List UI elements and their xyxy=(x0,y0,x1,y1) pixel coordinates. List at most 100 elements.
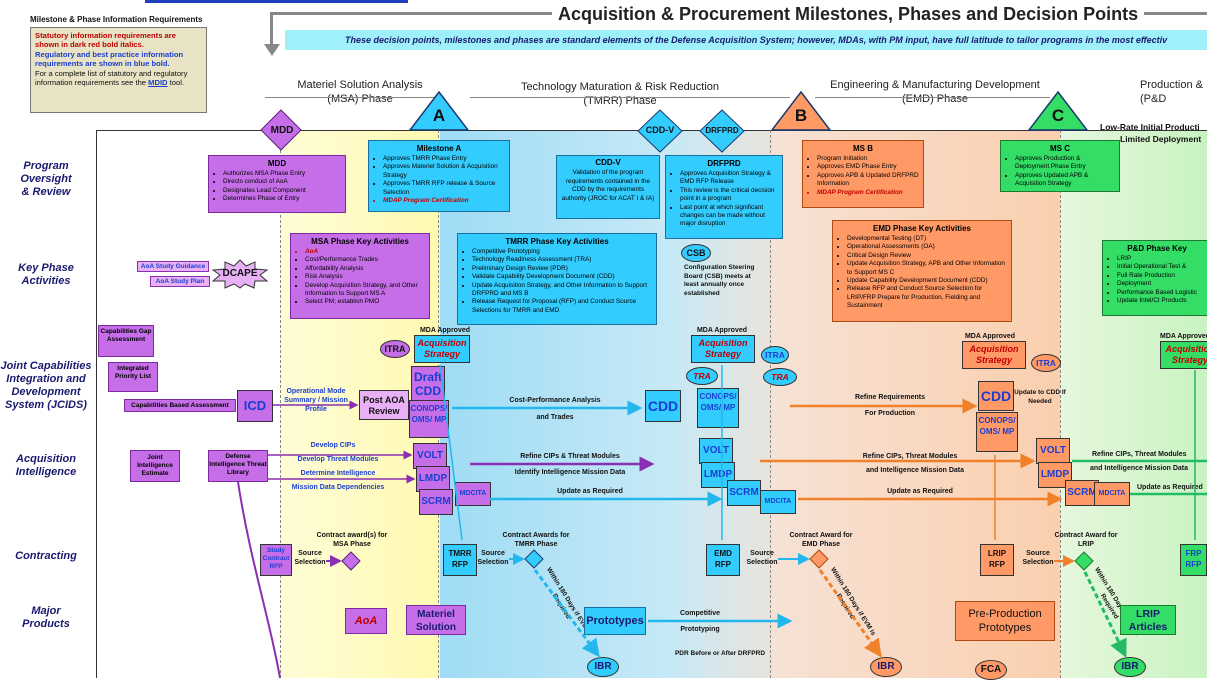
tmrr-rfp[interactable]: TMRR RFP xyxy=(443,544,477,576)
emd-activity: Update Capability Development Document (… xyxy=(847,277,1007,285)
msa-activity: Select PM; establish PMO xyxy=(305,298,425,306)
volt-tmrr[interactable]: VOLT xyxy=(699,438,733,464)
milestone-a-label[interactable]: A xyxy=(425,106,453,126)
joint-intel-estimate[interactable]: Joint Intelligence Estimate xyxy=(130,450,180,482)
itra-tmrr[interactable]: ITRA xyxy=(761,346,789,364)
msa-activity: Cost/Performance Trades xyxy=(305,256,425,264)
pd-activity: Initial Operational Test & xyxy=(1117,263,1207,271)
tmrr-activity: Update Acquisition Strategy, and Other I… xyxy=(472,282,652,299)
emd-activity: Operational Assessments (OA) xyxy=(847,243,1007,251)
emd-rfp[interactable]: EMD RFP xyxy=(706,544,740,576)
capabilities-based-assessment[interactable]: Capabilities Based Assessment xyxy=(124,399,236,412)
milestone-b-label[interactable]: B xyxy=(787,106,815,126)
conops-emd[interactable]: CONOPS/ OMS/ MP xyxy=(976,412,1018,452)
drfprd-item: Approves Acquisition Strategy & EMD RFP … xyxy=(680,170,778,187)
mdcita-tmrr[interactable]: MDCITA xyxy=(760,490,796,514)
drfprd-item: This review is the critical decision poi… xyxy=(680,187,778,204)
acq-strategy-c[interactable]: Acquisition Strategy xyxy=(962,341,1026,369)
csb-oval[interactable]: CSB xyxy=(681,244,711,262)
acq-strategy-pd[interactable]: Acquisition Strategy xyxy=(1160,341,1207,369)
develop-threat-modules: Develop Threat Modules xyxy=(288,455,388,464)
prototypes-product[interactable]: Prototypes xyxy=(584,607,646,635)
pd-activity: LRIP xyxy=(1117,255,1207,263)
lrip-rfp[interactable]: LRIP RFP xyxy=(980,544,1014,576)
tmrr-activities-list: Competitive Prototyping Technology Readi… xyxy=(462,248,652,315)
msa-activity: Affordability Analysis xyxy=(305,265,425,273)
frp-rfp[interactable]: FRP RFP xyxy=(1180,544,1207,576)
frame-left xyxy=(96,130,97,678)
ms-b-item: Approves APB & Updated DRFPRD Informatio… xyxy=(817,172,919,189)
cddv-box: CDD-V Validation of the program requirem… xyxy=(556,155,660,219)
emd-activity: Developmental Testing (DT) xyxy=(847,235,1007,243)
msa-activities-list: AoA Cost/Performance Trades Affordabilit… xyxy=(295,248,425,307)
ms-c-box: MS C Approves Production & Deployment Ph… xyxy=(1000,140,1120,192)
msa-activity: Risk Analysis xyxy=(305,273,425,281)
acq-strategy-a[interactable]: Acquisition Strategy xyxy=(414,335,470,363)
defense-intel-threat-library[interactable]: Defense Intelligence Threat Library xyxy=(208,450,268,482)
acq-strategy-b-text: Acquisition Strategy xyxy=(699,338,748,359)
determine-intelligence: Determine Intelligence xyxy=(288,469,388,478)
draft-cdd[interactable]: Draft CDD xyxy=(411,366,445,402)
ms-b-item: Program Initiation xyxy=(817,155,919,163)
ms-c-list: Approves Production & Deployment Phase E… xyxy=(1005,155,1115,189)
ibr-tmrr[interactable]: IBR xyxy=(587,657,619,677)
mdd-label[interactable]: MDD xyxy=(262,125,302,136)
icd-doc[interactable]: ICD xyxy=(237,390,273,422)
scrm-tmrr[interactable]: SCRM xyxy=(727,480,761,506)
preproduction-prototypes[interactable]: Pre-Production Prototypes xyxy=(955,601,1055,641)
itra-emd[interactable]: ITRA xyxy=(1031,354,1061,372)
update-required-emd: Update as Required xyxy=(860,487,980,496)
itra-msa[interactable]: ITRA xyxy=(380,340,410,358)
msa-activities-title: MSA Phase Key Activities xyxy=(295,237,425,246)
acq-strategy-b[interactable]: Acquisition Strategy xyxy=(691,335,755,363)
refine-cips-pd: Refine CIPs, Threat Modules xyxy=(1092,450,1207,459)
tra-text-1: TRA xyxy=(693,371,710,381)
milestone-a-list: Approves TMRR Phase Entry Approves Mater… xyxy=(373,155,505,205)
mdcita-emd[interactable]: MDCITA xyxy=(1094,482,1130,506)
aoa-study-guidance[interactable]: AoA Study Guidance xyxy=(137,261,209,272)
refine-requirements: Refine Requirements xyxy=(830,393,950,402)
and-intel-emd: and Intelligence Mission Data xyxy=(845,466,985,475)
row-activities: Key Phase Activities xyxy=(0,262,92,288)
tra-oval-2[interactable]: TRA xyxy=(763,368,797,386)
capabilities-gap-assessment[interactable]: Capabilities Gap Assessment xyxy=(98,325,154,357)
materiel-solution-product[interactable]: Materiel Solution xyxy=(406,605,466,635)
study-contract-rfp[interactable]: Study Contract RFP xyxy=(260,544,292,576)
lrip-articles[interactable]: LRIP Articles xyxy=(1120,605,1176,635)
tmrr-activities-title: TMRR Phase Key Activities xyxy=(462,237,652,246)
cddv-label[interactable]: CDD-V xyxy=(640,125,680,135)
cdd-doc-2[interactable]: CDD xyxy=(978,381,1014,411)
mdd-item-text: Directs conduct of AoA xyxy=(223,178,288,185)
ms-b-item: MDAP Program Certification xyxy=(817,189,919,197)
tra-text-2: TRA xyxy=(771,372,788,382)
source-selection-lrip: Source Selection xyxy=(1022,549,1054,567)
aoa-product[interactable]: AoA xyxy=(345,608,387,634)
emd-activities-title: EMD Phase Key Activities xyxy=(837,224,1007,233)
award-tmrr: Contract Awards for TMRR Phase xyxy=(500,531,572,549)
row-contracting: Contracting xyxy=(0,550,92,563)
conops-msa[interactable]: CONOPS/ OMS/ MP xyxy=(409,400,449,438)
msa-activities-box: MSA Phase Key Activities AoA Cost/Perfor… xyxy=(290,233,430,319)
aoa-study-plan[interactable]: AoA Study Plan xyxy=(150,276,210,287)
drfprd-label[interactable]: DRFPRD xyxy=(700,126,744,135)
ms-c-box-title: MS C xyxy=(1005,144,1115,153)
ms-b-box: MS B Program Initiation Approves EMD Pha… xyxy=(802,140,924,208)
mdcita-msa[interactable]: MDCITA xyxy=(455,482,491,506)
tra-oval-1[interactable]: TRA xyxy=(686,367,718,385)
competitive-label: Competitive xyxy=(660,609,740,618)
integrated-priority-list[interactable]: Integrated Priority List xyxy=(108,362,158,392)
fca-oval[interactable]: FCA xyxy=(975,660,1007,680)
ibr-lrip[interactable]: IBR xyxy=(1114,657,1146,677)
milestone-a-item: Approves TMRR Phase Entry xyxy=(383,155,505,163)
for-production: For Production xyxy=(830,409,950,418)
pd-activity: Deployment xyxy=(1117,280,1207,288)
milestone-c-label[interactable]: C xyxy=(1044,106,1072,126)
ms-b-item: Approves EMD Phase Entry xyxy=(817,163,919,171)
cdd-doc[interactable]: CDD xyxy=(645,390,681,422)
volt-emd[interactable]: VOLT xyxy=(1036,438,1070,464)
post-aoa-review[interactable]: Post AOA Review xyxy=(359,390,409,420)
conops-tmrr[interactable]: CONOPS/ OMS/ MP xyxy=(697,388,739,428)
ibr-emd[interactable]: IBR xyxy=(870,657,902,677)
mdd-item: Authorizes MSA Phase Entry xyxy=(223,170,341,178)
scrm-msa[interactable]: SCRM xyxy=(419,489,453,515)
